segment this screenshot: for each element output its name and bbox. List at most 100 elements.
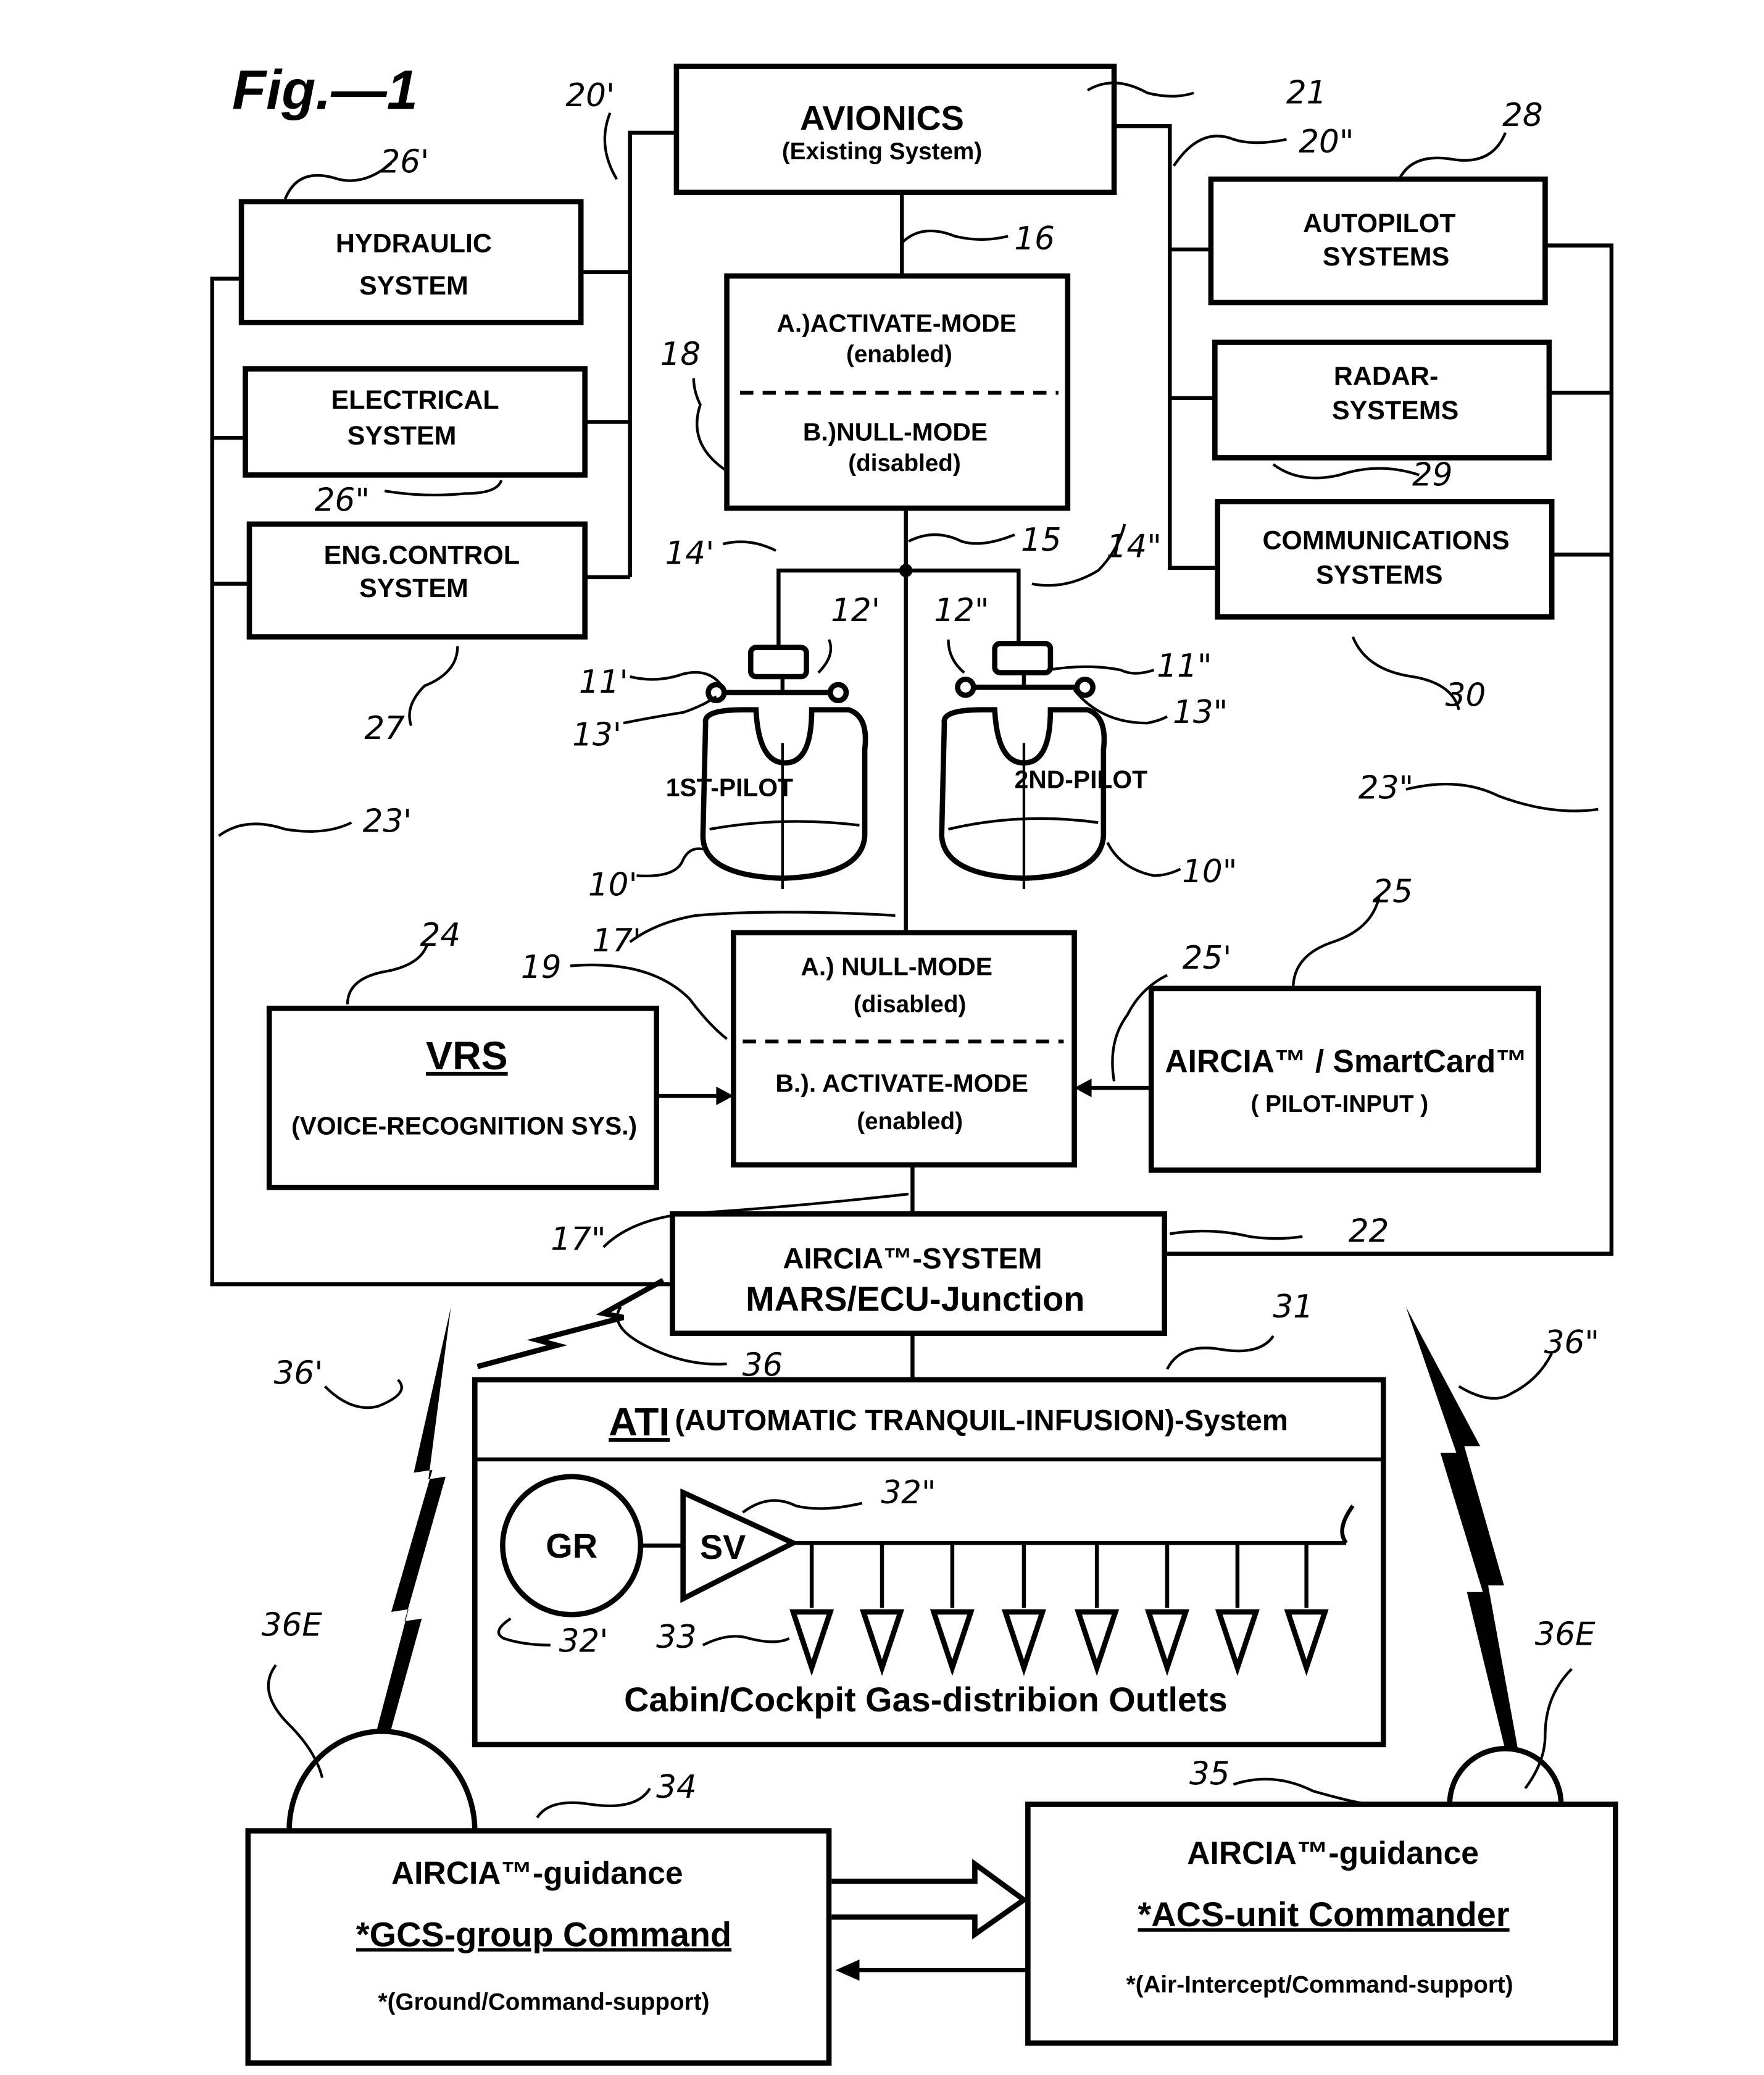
lightning-bolt-icon bbox=[476, 1277, 665, 1369]
gcs-line2: *GCS-group Command bbox=[356, 1914, 731, 1953]
smartcard-pilot-input-box: AIRCIA™ / SmartCard™ ( PILOT-INPUT ) bbox=[1148, 985, 1541, 1173]
box-label: AUTOPILOT bbox=[1303, 209, 1455, 238]
ref-label: 13' bbox=[572, 717, 622, 754]
voice-recognition-box: VRS (VOICE-RECOGNITION SYS.) bbox=[266, 1005, 659, 1190]
avionics-box: AVIONICS (Existing System) bbox=[673, 64, 1117, 195]
ref-label: 36 bbox=[743, 1346, 783, 1384]
box-label: SYSTEMS bbox=[1332, 396, 1458, 425]
bus-lines bbox=[210, 124, 1614, 1380]
double-arrow-icon bbox=[831, 1858, 1029, 1940]
box-label: SYSTEM bbox=[347, 421, 457, 451]
box-label: ELECTRICAL bbox=[331, 385, 499, 415]
ref-label: 25 bbox=[1373, 873, 1413, 910]
mode-label: (enabled) bbox=[857, 1108, 963, 1135]
lower-mode-switch-box: A.) NULL-MODE (disabled) B.). ACTIVATE-M… bbox=[731, 930, 1077, 1168]
gcs-group-command-box: AIRCIA™-guidance *GCS-group Command *(Gr… bbox=[245, 1828, 832, 2066]
box-label: RADAR- bbox=[1334, 361, 1438, 391]
aircia-system-junction-box: AIRCIA™-SYSTEM MARS/ECU-Junction bbox=[670, 1211, 1168, 1336]
ref-label: 26" bbox=[315, 482, 370, 519]
box-label: ENG.CONTROL bbox=[324, 540, 520, 570]
first-pilot-seat: 1ST-PILOT bbox=[666, 645, 868, 889]
ref-label: 20' bbox=[565, 77, 615, 114]
ref-label: 32" bbox=[881, 1474, 936, 1511]
gr-label: GR bbox=[546, 1526, 597, 1565]
ref-label: 16 bbox=[1014, 220, 1055, 257]
ref-label: 10" bbox=[1182, 853, 1237, 890]
gcs-line1: AIRCIA™-guidance bbox=[391, 1855, 683, 1890]
lightning-bolt-icon bbox=[360, 1306, 451, 1792]
ref-label: 36E bbox=[1535, 1616, 1596, 1653]
avionics-title: AVIONICS bbox=[800, 99, 964, 138]
lightning-bolt-icon bbox=[1405, 1306, 1523, 1778]
ref-label: 11' bbox=[579, 664, 628, 701]
ref-label: 21 bbox=[1286, 75, 1327, 112]
engine-control-system-box: ENG.CONTROL SYSTEM bbox=[246, 521, 588, 640]
smartcard-title: AIRCIA™ / SmartCard™ bbox=[1165, 1043, 1527, 1079]
electrical-system-box: ELECTRICAL SYSTEM bbox=[243, 366, 588, 478]
first-pilot-label: 1ST-PILOT bbox=[666, 773, 793, 801]
smartcard-subtitle: ( PILOT-INPUT ) bbox=[1250, 1091, 1428, 1117]
ref-label: 17' bbox=[592, 922, 641, 959]
ati-system-box: ATI (AUTOMATIC TRANQUIL-INFUSION)-System… bbox=[472, 1377, 1386, 1748]
ref-label: 33 bbox=[656, 1619, 697, 1656]
mode-label: (enabled) bbox=[846, 341, 952, 368]
ref-label: 31 bbox=[1273, 1288, 1313, 1326]
figure-title: Fig.—1 bbox=[232, 59, 418, 121]
second-pilot-label: 2ND-PILOT bbox=[1015, 766, 1147, 794]
ref-label: 11" bbox=[1157, 648, 1212, 685]
ref-label: 25' bbox=[1183, 940, 1232, 977]
ref-label: 12" bbox=[934, 592, 989, 629]
ref-label: 10' bbox=[588, 867, 638, 904]
outlet-nozzle-icon bbox=[1075, 1609, 1120, 1676]
sv-label: SV bbox=[700, 1527, 746, 1566]
outlet-nozzle-icon bbox=[1144, 1609, 1190, 1676]
acs-line2: *ACS-unit Commander bbox=[1138, 1895, 1510, 1934]
arrow-head-icon bbox=[835, 1959, 860, 1981]
outlet-nozzle-icon bbox=[859, 1609, 905, 1676]
mode-label: B.)NULL-MODE bbox=[803, 418, 988, 446]
mode-label: A.) NULL-MODE bbox=[801, 953, 992, 981]
box-label: SYSTEM bbox=[359, 271, 468, 301]
ref-label: 26' bbox=[380, 143, 430, 180]
gcs-line3: *(Ground/Command-support) bbox=[378, 1989, 710, 2016]
radar-systems-box: RADAR- SYSTEMS bbox=[1212, 340, 1552, 461]
box-label: COMMUNICATIONS bbox=[1262, 526, 1509, 556]
upper-mode-switch-box: A.)ACTIVATE-MODE (enabled) B.)NULL-MODE … bbox=[724, 273, 1071, 511]
second-pilot-seat: 2ND-PILOT bbox=[939, 640, 1147, 889]
hydraulic-system-box: HYDRAULIC SYSTEM bbox=[238, 199, 584, 325]
avionics-subtitle: (Existing System) bbox=[782, 138, 982, 165]
mode-label: A.)ACTIVATE-MODE bbox=[776, 309, 1016, 337]
outlet-nozzle-icon bbox=[930, 1609, 975, 1676]
mode-label: B.). ACTIVATE-MODE bbox=[775, 1069, 1028, 1098]
radio-link-icons bbox=[286, 1277, 1564, 1831]
ground-antenna-dome bbox=[286, 1729, 478, 1831]
autopilot-systems-box: AUTOPILOT SYSTEMS bbox=[1208, 176, 1548, 306]
box-label: SYSTEM bbox=[359, 574, 468, 603]
acs-unit-commander-box: AIRCIA™-guidance *ACS-unit Commander *(A… bbox=[1025, 1802, 1618, 2046]
ref-label: 23' bbox=[363, 803, 412, 840]
arrow-head-icon bbox=[716, 1087, 734, 1106]
ati-title: (AUTOMATIC TRANQUIL-INFUSION)-System bbox=[675, 1405, 1288, 1437]
outlet-nozzle-icon bbox=[1284, 1609, 1329, 1676]
ati-caption: Cabin/Cockpit Gas-distribion Outlets bbox=[624, 1680, 1228, 1719]
ref-label: 28 bbox=[1502, 97, 1543, 134]
ref-label: 22 bbox=[1349, 1213, 1389, 1250]
box-label: SYSTEMS bbox=[1316, 561, 1442, 590]
acs-line3: *(Air-Intercept/Command-support) bbox=[1126, 1972, 1513, 1998]
ref-label: 17" bbox=[551, 1221, 605, 1258]
mode-label: (disabled) bbox=[854, 992, 967, 1018]
ref-label: 27 bbox=[364, 710, 405, 747]
outlet-nozzle-icon bbox=[1001, 1609, 1046, 1676]
ref-label: 23" bbox=[1358, 770, 1413, 807]
acs-line1: AIRCIA™-guidance bbox=[1187, 1835, 1479, 1871]
ref-label: 18 bbox=[660, 336, 701, 373]
ati-abbr: ATI bbox=[609, 1400, 670, 1444]
ref-label: 19 bbox=[521, 949, 562, 986]
air-antenna-dome bbox=[1447, 1746, 1564, 1805]
junction-line2: MARS/ECU-Junction bbox=[746, 1279, 1084, 1318]
outlet-nozzle-icon bbox=[1215, 1609, 1260, 1676]
supply-valve bbox=[680, 1488, 799, 1603]
vrs-subtitle: (VOICE-RECOGNITION SYS.) bbox=[291, 1111, 637, 1140]
leader-lines bbox=[218, 81, 1599, 1819]
gas-outlets bbox=[789, 1543, 1329, 1676]
